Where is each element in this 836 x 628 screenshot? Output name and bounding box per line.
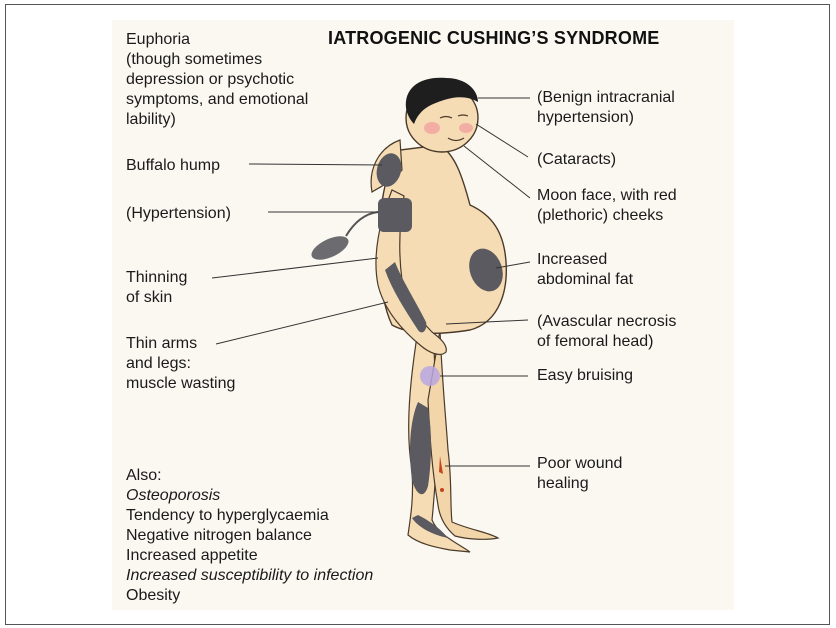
also-list: Also: Osteoporosis Tendency to hyperglyc… (126, 466, 373, 606)
bp-bulb (308, 231, 352, 264)
label-wound: Poor wound healing (537, 454, 622, 494)
label-intracranial: (Benign intracranial hypertension) (537, 88, 675, 128)
label-moon-face: Moon face, with red (plethoric) cheeks (537, 186, 677, 226)
also-item: Increased susceptibility to infection (126, 566, 373, 586)
leader-cataracts (476, 124, 528, 157)
also-item: Increased appetite (126, 546, 373, 566)
label-thin-arms: Thin arms and legs: muscle wasting (126, 334, 235, 394)
label-avascular: (Avascular necrosis of femoral head) (537, 312, 676, 352)
also-item: Obesity (126, 586, 373, 606)
bp-cuff (378, 198, 412, 232)
right-leg (428, 330, 498, 539)
right-cheek (459, 123, 473, 133)
label-cataracts: (Cataracts) (537, 150, 616, 170)
bp-tube (346, 212, 378, 236)
also-item: Negative nitrogen balance (126, 526, 373, 546)
also-item: Tendency to hyperglycaemia (126, 506, 373, 526)
label-hypertension: (Hypertension) (126, 204, 231, 224)
also-item: Osteoporosis (126, 486, 373, 506)
leader-thinning-skin (212, 258, 378, 278)
also-item: Also: (126, 466, 373, 486)
label-bruising: Easy bruising (537, 366, 633, 386)
leader-moon-face (464, 146, 530, 198)
wound-dot (440, 488, 444, 492)
label-abdominal-fat: Increased abdominal fat (537, 250, 633, 290)
leader-buffalo-hump (249, 164, 382, 165)
label-thinning-skin: Thinning of skin (126, 268, 187, 308)
label-euphoria: Euphoria (though sometimes depression or… (126, 30, 308, 130)
left-cheek (424, 122, 440, 134)
label-buffalo-hump: Buffalo hump (126, 156, 220, 176)
leader-thin-arms (216, 302, 388, 344)
bruise-mark (420, 366, 440, 386)
slide-title: IATROGENIC CUSHING’S SYNDROME (328, 28, 660, 49)
